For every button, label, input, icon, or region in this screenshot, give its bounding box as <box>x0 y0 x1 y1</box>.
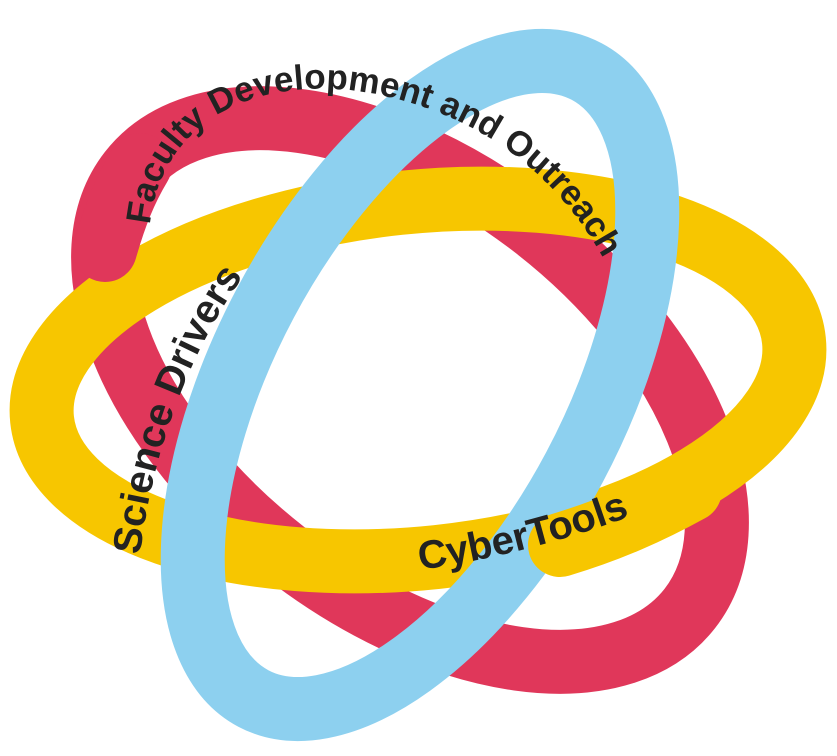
faculty-ring-overlap <box>73 133 172 282</box>
science-ring <box>160 28 680 742</box>
cybertools-ring <box>9 166 827 594</box>
cybertools-ring-overlap <box>528 458 722 577</box>
